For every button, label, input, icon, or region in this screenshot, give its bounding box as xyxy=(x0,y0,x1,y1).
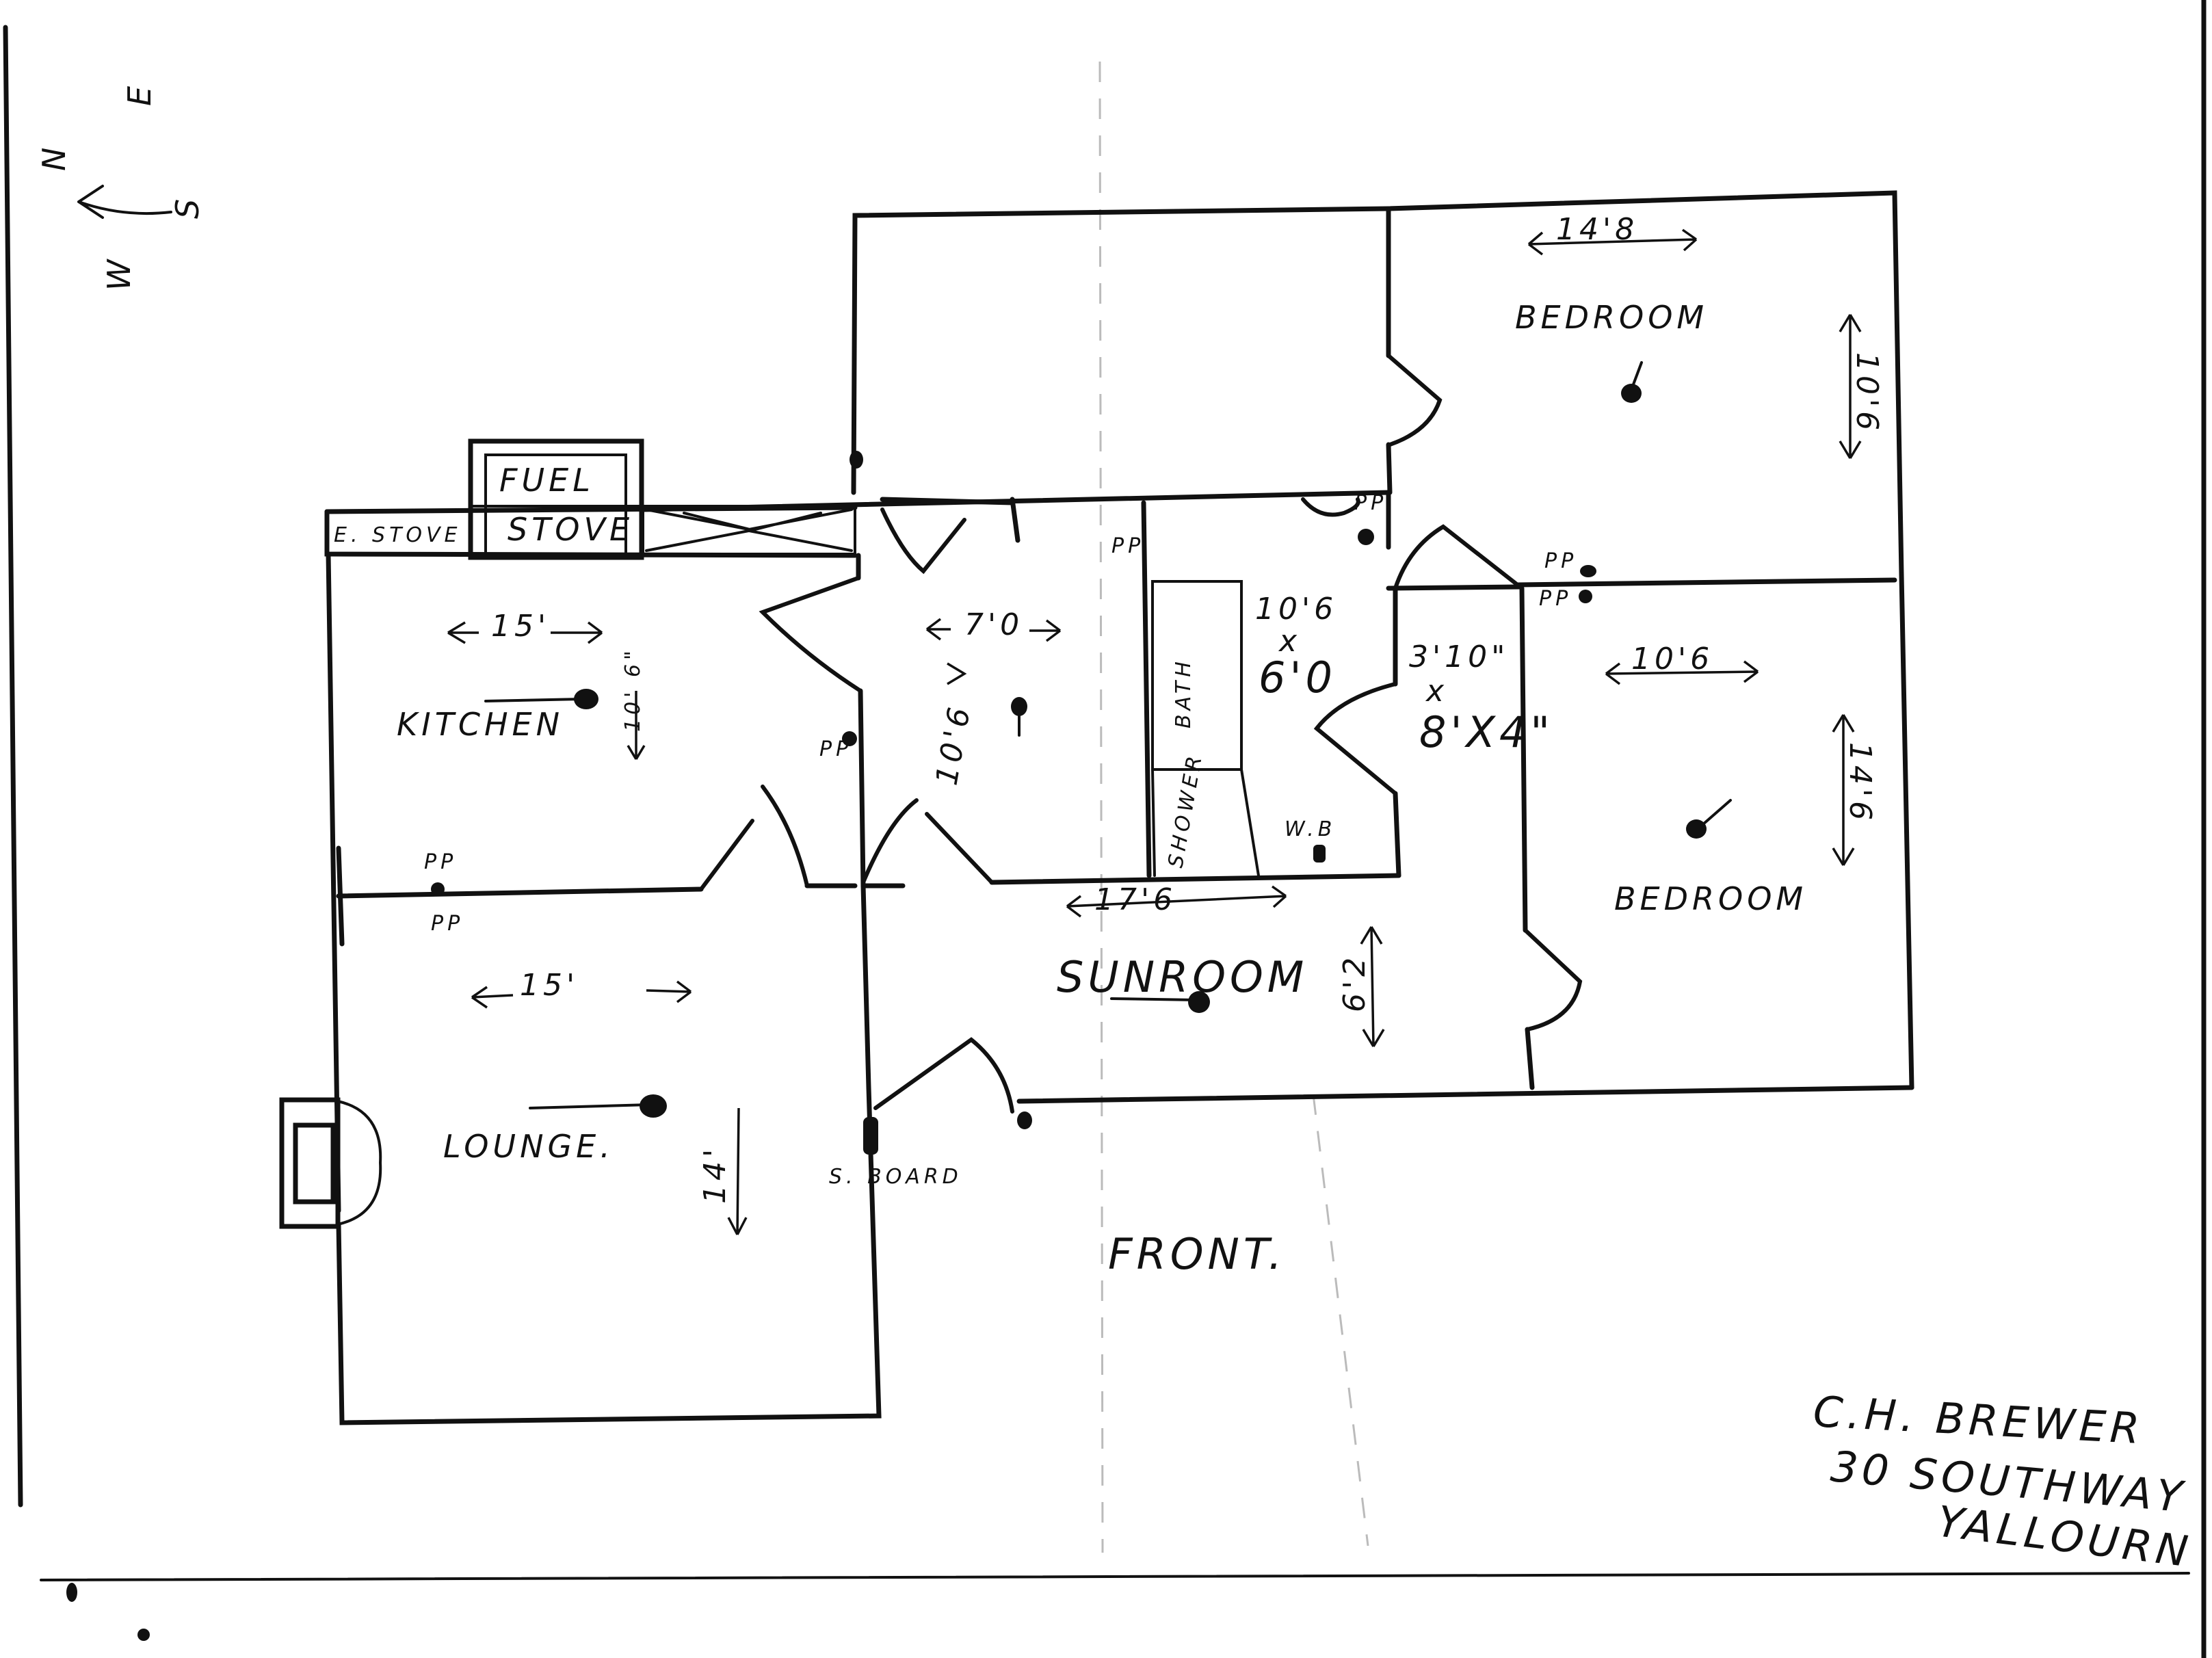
room-label-bedroom-1: BEDROOM xyxy=(1515,299,1708,336)
ink-mark xyxy=(66,1583,77,1602)
bottom-rule xyxy=(40,1572,2190,1581)
pp-label: PP xyxy=(819,737,852,761)
paper-fold-line xyxy=(1098,61,1104,1553)
dim-sunroom-width: 17'6 xyxy=(1094,882,1176,917)
pp-label: PP xyxy=(431,912,464,936)
dim-bedroom1-depth: 10'6 xyxy=(1849,352,1884,434)
sboard-label: S. BOARD xyxy=(829,1165,962,1189)
pp-label: PP xyxy=(1539,587,1572,611)
compass-west: W xyxy=(101,256,137,291)
compass-north: N xyxy=(36,144,73,171)
north-arrow-icon xyxy=(77,185,172,219)
power-point-icon xyxy=(1358,529,1374,545)
vent-hatching xyxy=(642,505,856,555)
room-label-lounge: LOUNGE. xyxy=(443,1128,614,1165)
dim-kitchen-width: 15' xyxy=(491,609,550,644)
dim-hall-width: 7'0 xyxy=(964,607,1023,642)
dim-bath-2: 6'0 xyxy=(1259,653,1337,702)
switchboard-icon xyxy=(863,1117,878,1155)
page-margin-line xyxy=(3,25,23,1508)
dim-bath-x: x xyxy=(1278,624,1301,659)
room-label-bath: BATH xyxy=(1172,657,1196,728)
power-point-icon xyxy=(842,731,857,746)
dim-wc-1: 3'10" xyxy=(1409,640,1509,674)
power-point-icon xyxy=(1579,590,1592,603)
dim-lounge-width: 15' xyxy=(520,968,579,1003)
dim-bedroom1-width: 14'8 xyxy=(1556,212,1638,247)
door-bath xyxy=(1301,497,1360,517)
pp-label: PP xyxy=(1111,534,1144,558)
room-label-sunroom: SUNROOM xyxy=(1057,952,1308,1002)
dim-kitchen-depth: 10' 6" xyxy=(621,646,645,732)
door-hall-top-left xyxy=(880,508,966,575)
pp-label: PP xyxy=(424,850,457,874)
dim-hall-depth: 10'6 xyxy=(930,701,978,788)
dim-bedroom2-depth: 14'6 xyxy=(1843,742,1878,824)
power-point-icon xyxy=(431,882,445,896)
e-stove-label: E. STOVE xyxy=(334,523,462,547)
dimension-arrows xyxy=(447,228,1862,1235)
light-icon xyxy=(1686,819,1707,839)
power-point-icon xyxy=(1017,1111,1032,1129)
door-bedroom-2 xyxy=(1523,928,1583,1031)
door-wc-side xyxy=(1313,682,1397,795)
door-front xyxy=(873,1037,1014,1114)
dim-sunroom-depth: 6'2 xyxy=(1337,953,1372,1012)
door-hall-right xyxy=(925,812,994,884)
pp-label: PP xyxy=(1354,491,1387,515)
dim-lounge-depth: 14' xyxy=(698,1145,733,1204)
paper-fold-line xyxy=(1312,1094,1369,1547)
door-kitchen-hall xyxy=(759,576,863,693)
door-swings xyxy=(699,354,1583,1114)
door-bedroom-1 xyxy=(1386,354,1443,447)
wb-label: W.B xyxy=(1285,817,1336,841)
stove-label: STOVE xyxy=(508,511,633,548)
fuel-label: FUEL xyxy=(499,462,594,499)
power-point-icon xyxy=(850,451,863,469)
dim-wc-2: 8'X4" xyxy=(1419,707,1554,757)
door-kitchen-lounge xyxy=(699,785,809,891)
door-wc-top xyxy=(1393,524,1524,590)
light-icon xyxy=(574,689,598,709)
light-icon xyxy=(640,1094,667,1118)
light-icon xyxy=(1188,991,1210,1013)
ink-mark xyxy=(137,1629,150,1641)
compass-east: E xyxy=(121,82,158,106)
wash-basin-icon xyxy=(1313,845,1326,863)
room-label-kitchen: KITCHEN xyxy=(397,706,564,743)
power-point-icon xyxy=(1580,565,1596,577)
dim-bedroom2-width: 10'6 xyxy=(1631,642,1713,676)
dim-bath-1: 10'6 xyxy=(1255,592,1337,627)
light-fittings xyxy=(431,361,1732,1155)
compass-rose: N E S W xyxy=(36,82,206,291)
room-label-bedroom-2: BEDROOM xyxy=(1614,880,1807,917)
front-label: FRONT. xyxy=(1108,1229,1286,1279)
light-icon xyxy=(1621,384,1642,403)
house-walls xyxy=(279,190,1914,1425)
dim-wc-x: x xyxy=(1425,674,1448,709)
door-hall-left xyxy=(861,798,919,884)
compass-south: S xyxy=(169,195,206,219)
pp-label: PP xyxy=(1544,549,1577,573)
